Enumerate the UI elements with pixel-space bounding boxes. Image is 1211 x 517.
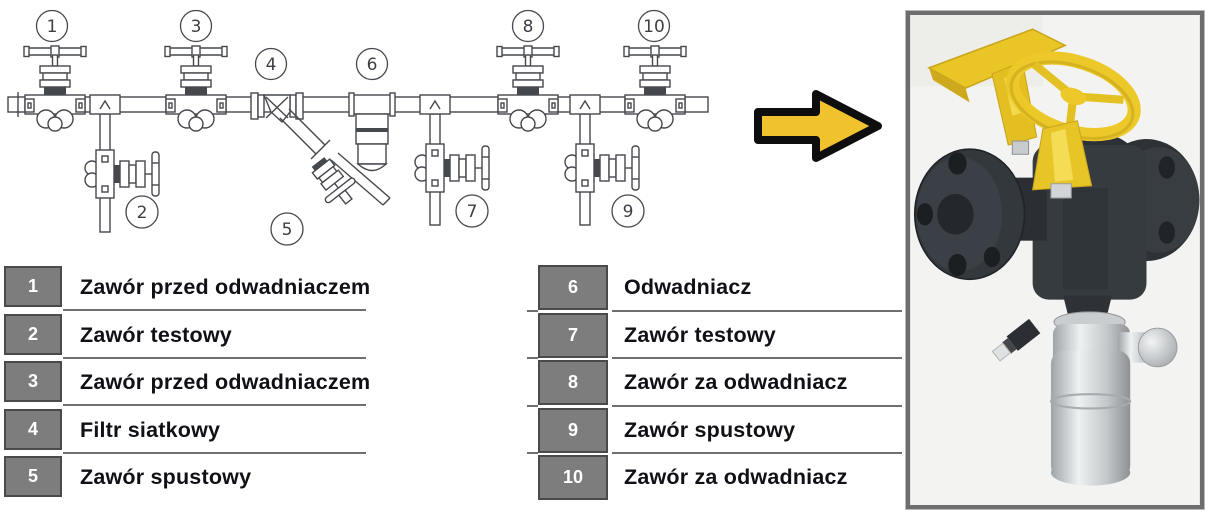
valve-3-symbol	[164, 45, 228, 132]
legend-number-7: 7	[538, 312, 608, 358]
legend-label-6: Odwadniacz	[624, 275, 752, 300]
legend-divider	[63, 309, 366, 311]
legend-divider-stub	[527, 452, 538, 454]
legend-label-4: Filtr siatkowy	[80, 417, 221, 442]
legend-label-8: Zawór za odwadniacz	[624, 370, 848, 395]
legend-number-2: 2	[4, 313, 62, 355]
legend-label-5: Zawór spustowy	[80, 465, 252, 490]
callout-3-number: 3	[191, 17, 202, 37]
legend-row-2: 2 Zawór testowy	[4, 312, 444, 360]
legend-row-1: 1 Zawór przed odwadniaczem	[4, 264, 444, 312]
legend-table-left: 1 Zawór przed odwadniaczem 2 Zawór testo…	[4, 264, 444, 502]
valve-5-symbol	[311, 157, 356, 205]
legend-label-3: Zawór przed odwadniaczem	[80, 370, 371, 395]
legend-number-6: 6	[538, 265, 608, 310]
callout-7-number: 7	[467, 202, 478, 222]
legend-table-right: 6 Odwadniacz 7 Zawór testowy 8 Zawór za …	[527, 264, 907, 502]
callout-3: 3	[179, 9, 213, 43]
legend-number-8: 8	[538, 360, 608, 405]
legend-number-3: 3	[4, 361, 62, 402]
callout-5-number: 5	[282, 220, 293, 240]
legend-row-10: 10 Zawór za odwadniacz	[527, 454, 907, 502]
callout-4-number: 4	[266, 55, 277, 75]
steam-trap-photo-rendering	[910, 15, 1200, 505]
legend-divider-stub	[527, 357, 538, 359]
valve-9-symbol	[564, 143, 640, 193]
legend-number-4: 4	[4, 408, 62, 450]
callout-9-number: 9	[623, 202, 634, 222]
callout-6: 6	[355, 47, 389, 81]
legend-divider	[63, 404, 366, 406]
legend-row-9: 9 Zawór spustowy	[527, 407, 907, 454]
callout-1: 1	[35, 9, 69, 43]
callout-8: 8	[511, 9, 545, 43]
product-photo	[906, 11, 1204, 509]
callout-9: 9	[611, 194, 645, 228]
callout-2-number: 2	[137, 203, 148, 223]
legend-divider	[63, 451, 366, 454]
legend-label-10: Zawór za odwadniacz	[624, 465, 848, 490]
legend-number-9: 9	[538, 407, 608, 453]
legend-row-4: 4 Filtr siatkowy	[4, 407, 444, 455]
callout-7: 7	[455, 194, 489, 228]
legend-row-5: 5 Zawór spustowy	[4, 454, 444, 502]
callout-4: 4	[254, 47, 288, 81]
legend-row-8: 8 Zawór za odwadniacz	[527, 359, 907, 407]
valve-8-symbol	[496, 45, 560, 132]
callout-8-number: 8	[523, 17, 534, 37]
legend-row-3: 3 Zawór przed odwadniaczem	[4, 359, 444, 407]
legend-divider	[612, 309, 902, 312]
legend-row-6: 6 Odwadniacz	[527, 264, 907, 312]
legend-divider-stub	[527, 404, 538, 407]
legend-divider	[612, 452, 902, 454]
legend-divider	[612, 404, 902, 407]
valve-7-symbol	[414, 143, 490, 193]
legend-label-9: Zawór spustowy	[624, 417, 796, 442]
legend-label-7: Zawór testowy	[624, 322, 776, 347]
callout-6-number: 6	[367, 55, 378, 75]
legend-divider	[63, 356, 366, 359]
legend-divider-stub	[527, 309, 538, 312]
callout-2: 2	[125, 195, 159, 229]
valve-10-symbol	[623, 45, 687, 132]
legend-label-2: Zawór testowy	[80, 322, 232, 347]
trap-6-symbol	[348, 92, 396, 172]
callout-10-number: 10	[643, 17, 665, 37]
yellow-handwheel	[1005, 51, 1141, 199]
valve-left-flange	[913, 148, 1026, 281]
legend-label-1: Zawór przed odwadniaczem	[80, 275, 371, 300]
valve-2-symbol	[84, 149, 160, 199]
legend-divider	[612, 357, 902, 359]
valve-body	[1004, 130, 1200, 300]
callout-5: 5	[270, 212, 304, 246]
legend-number-5: 5	[4, 456, 62, 497]
steam-trap-body	[1049, 295, 1178, 486]
right-arrow-icon	[754, 90, 882, 162]
legend-row-7: 7 Zawór testowy	[527, 312, 907, 359]
piping-schematic: 1 2 3 4 5 6 7 8	[7, 9, 709, 246]
callout-10: 10	[637, 9, 671, 43]
legend-number-10: 10	[538, 455, 608, 500]
drain-fitting	[991, 318, 1041, 362]
valve-1-symbol	[23, 45, 87, 132]
legend-number-1: 1	[4, 266, 62, 307]
strainer-4-symbol	[250, 92, 391, 206]
callout-1-number: 1	[47, 17, 58, 37]
